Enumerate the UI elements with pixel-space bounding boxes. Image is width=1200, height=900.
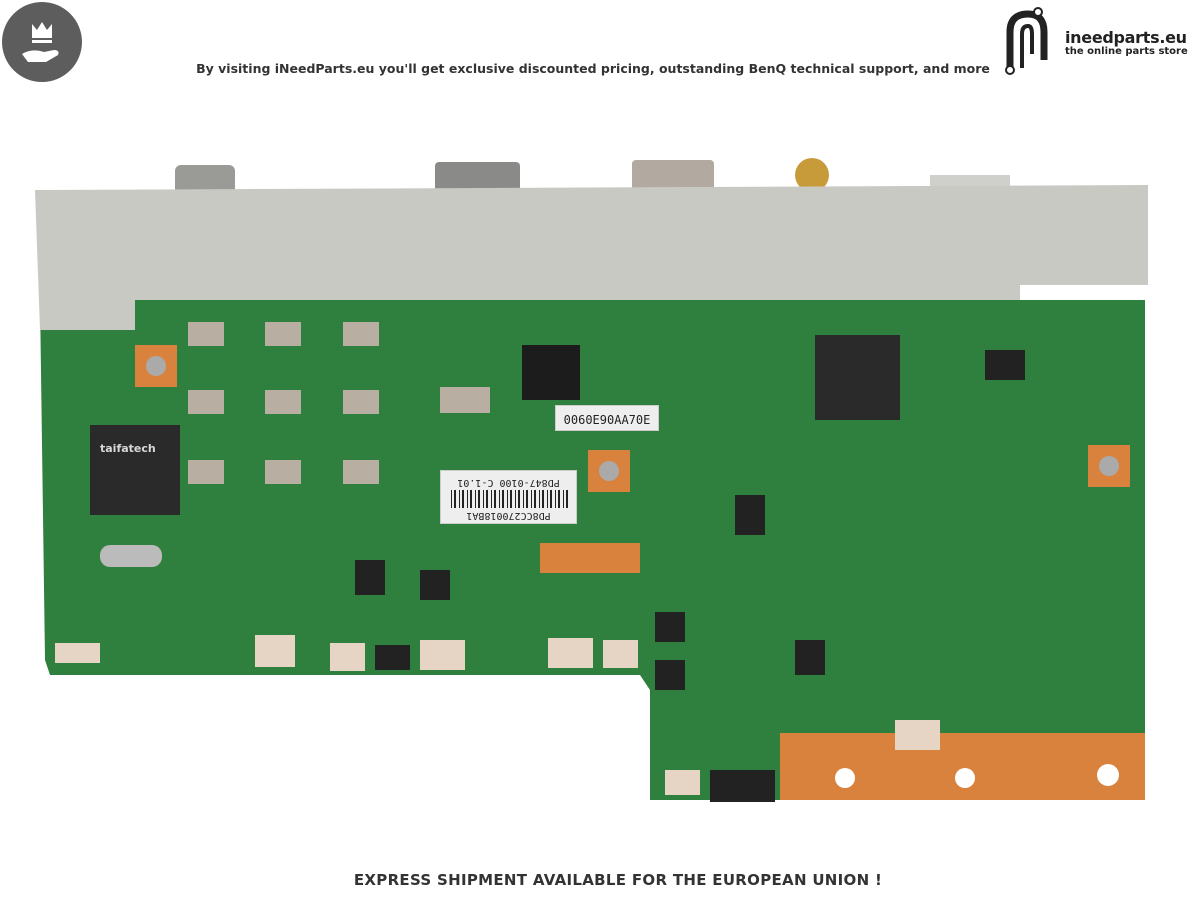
crown-on-hand-icon [2, 2, 82, 82]
chip-brand-label: taifatech [100, 442, 156, 455]
shipping-note: EXPRESS SHIPMENT AVAILABLE FOR THE EUROP… [353, 871, 883, 889]
metal-shield [35, 185, 1148, 330]
logo-mark-icon [1005, 7, 1048, 75]
ineedparts-logo[interactable]: ineedparts.eu the online parts store [1000, 4, 1200, 76]
serial-number: PD8CC270018BA1 [466, 510, 551, 521]
taifatech-chip [90, 425, 180, 515]
copper-strip [780, 733, 1145, 800]
part-number: PD847-0100 C-1.01 [457, 477, 560, 488]
audio-jack [795, 158, 829, 192]
logo-subtitle: the online parts store [1065, 46, 1188, 57]
mac-address-sticker: 0060E90AA70E [555, 405, 659, 431]
promo-tagline: By visiting iNeedParts.eu you'll get exc… [196, 61, 990, 76]
serial-sticker: PD8CC270018BA1 PD847-0100 C-1.01 [440, 470, 577, 524]
logo-name: ineedparts.eu [1065, 28, 1187, 47]
main-processor [815, 335, 900, 420]
